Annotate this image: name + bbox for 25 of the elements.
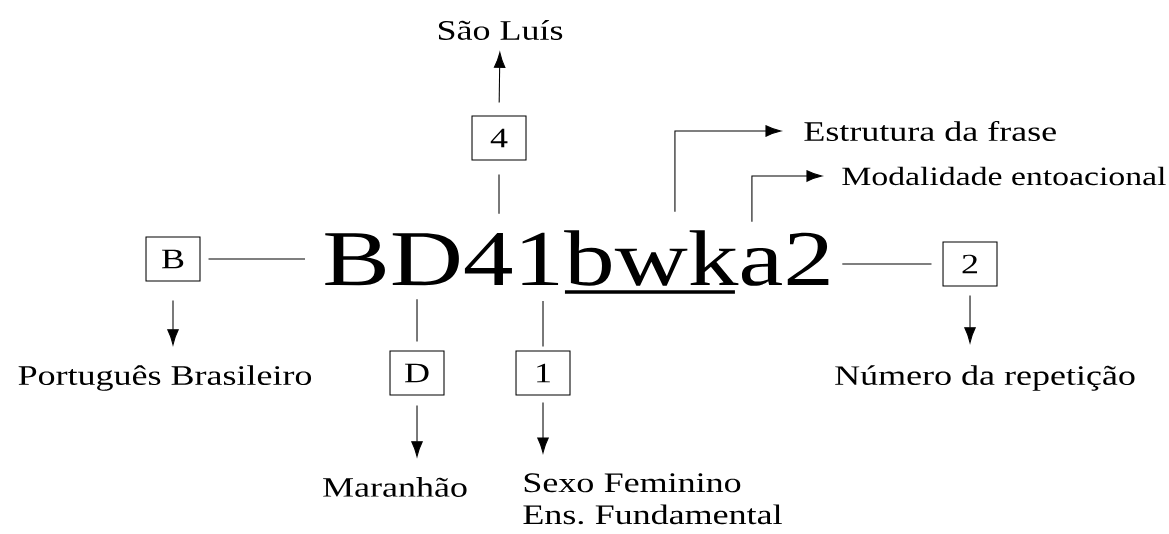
letter-box: D <box>389 350 445 396</box>
arrow <box>167 300 179 346</box>
caption-text: Maranhão <box>323 477 467 497</box>
caption-text: São Luís <box>438 20 563 40</box>
arrow <box>964 295 976 344</box>
caption-text: Sexo Feminino Ens. Fundamental <box>523 473 782 525</box>
letter-box: 2 <box>942 241 998 287</box>
caption-text: Número da repetição <box>835 365 1135 391</box>
connector-line <box>416 298 418 342</box>
caption-text: Português Brasileiro <box>18 365 312 391</box>
connector-line <box>841 263 932 265</box>
arrow <box>411 405 423 457</box>
code-text: BD41bwka2 <box>325 230 829 286</box>
letter-box: 1 <box>515 350 571 396</box>
caption-text: Estrutura da frase <box>804 121 1056 142</box>
arrow <box>537 402 549 454</box>
arrow <box>674 125 782 213</box>
connector-line <box>498 174 500 215</box>
arrow <box>751 170 823 223</box>
letter-box: B <box>145 236 201 282</box>
arrow <box>493 52 506 103</box>
caption-text: Modalidade entoacional <box>842 166 1166 186</box>
connector-line <box>208 258 306 260</box>
letter-box: 4 <box>471 115 527 161</box>
connector-line <box>542 300 544 347</box>
